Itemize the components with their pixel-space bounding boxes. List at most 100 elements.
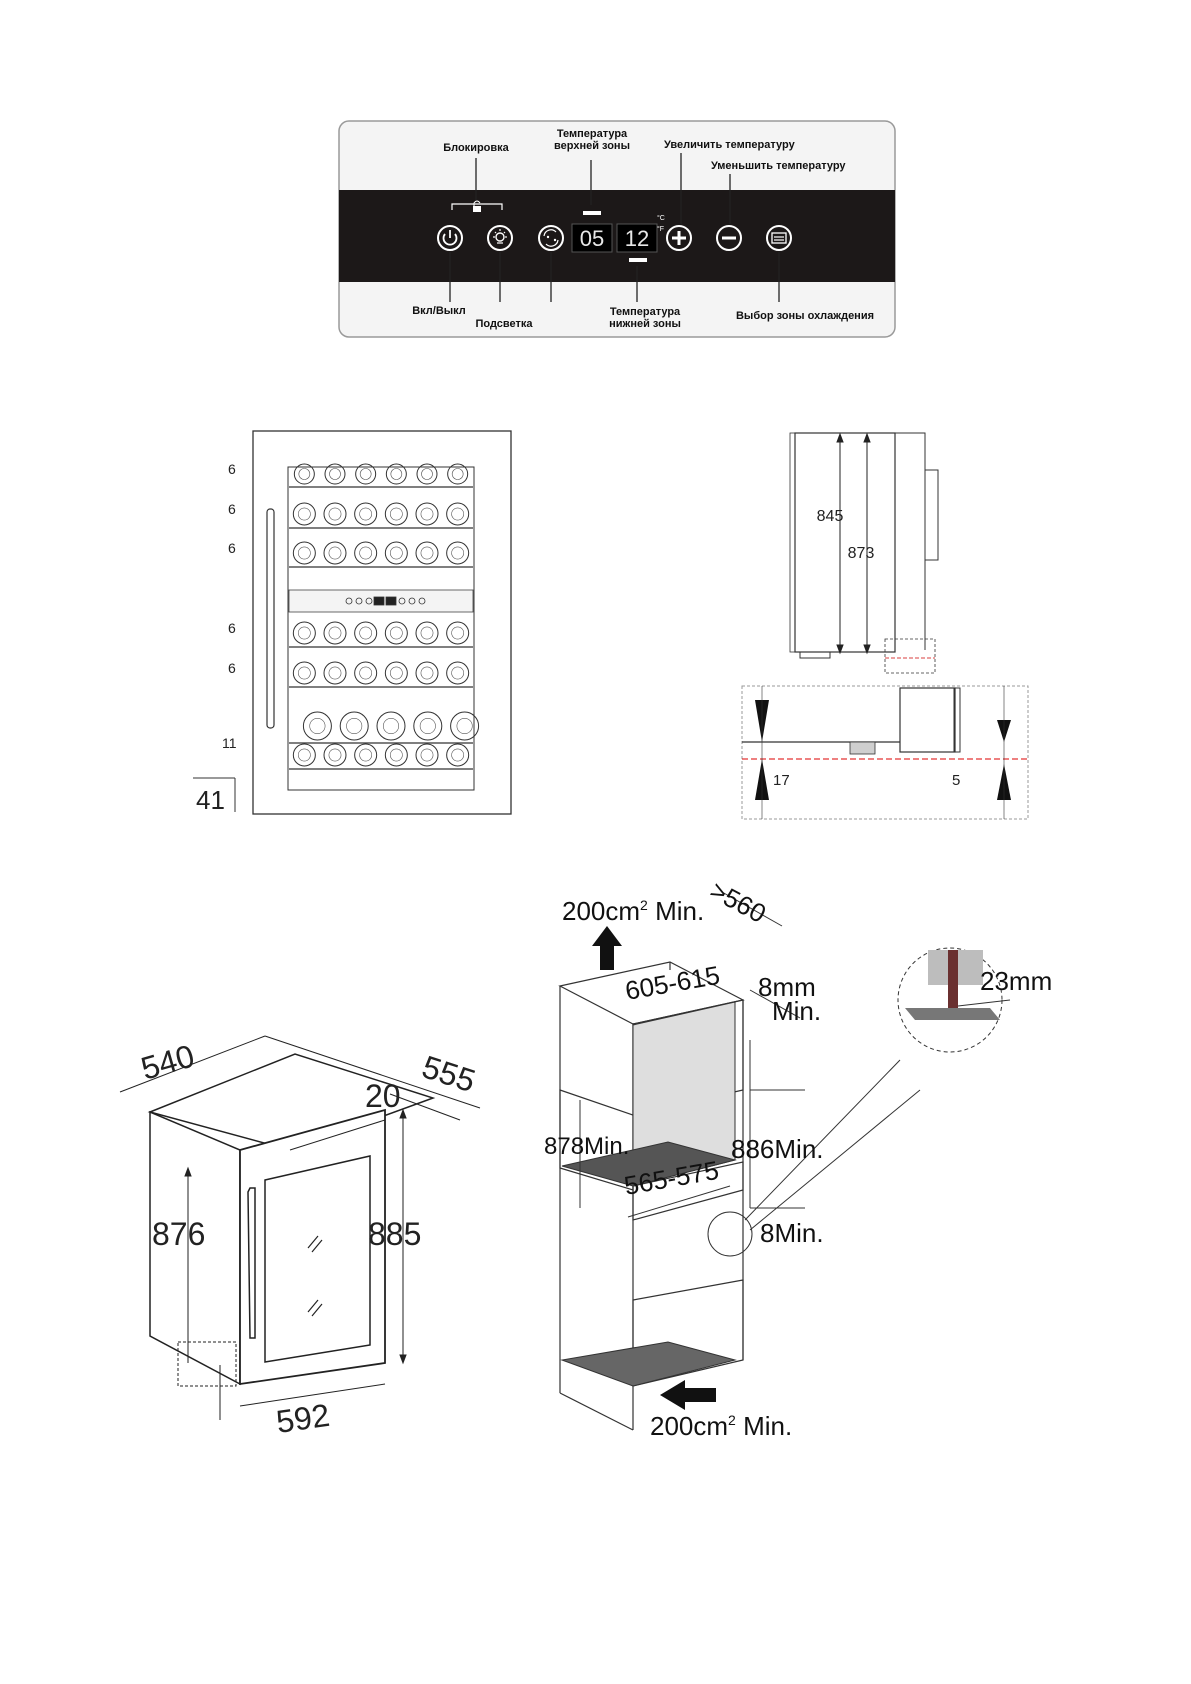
bottle-neck-icon xyxy=(346,717,363,734)
bottle-icon xyxy=(415,621,439,645)
bottle-neck-icon xyxy=(456,717,473,734)
bottle-icon xyxy=(354,502,378,526)
side-dimension-lines xyxy=(836,432,871,655)
appliance-handle xyxy=(247,1187,256,1339)
bottle-icon xyxy=(376,711,406,741)
bottle-neck-icon xyxy=(359,748,373,762)
bottle-neck-icon xyxy=(297,666,311,680)
bottle-icon xyxy=(384,661,408,685)
bottle-neck-icon xyxy=(420,546,434,560)
bottle-neck-icon xyxy=(389,546,403,560)
zone-select-icon xyxy=(771,232,787,244)
niche-dimensions-diagram: 200cm2 Min. 200cm2 Min. xyxy=(544,875,1052,1441)
bottle-icon xyxy=(292,541,316,565)
bottle-icon xyxy=(339,711,369,741)
lock-bracket xyxy=(451,203,503,210)
bottle-icon xyxy=(446,661,470,685)
bottle-icon xyxy=(302,711,332,741)
niche-bottom-floor xyxy=(560,1341,737,1387)
zone-select-button[interactable] xyxy=(766,225,792,251)
bottle-icon xyxy=(446,621,470,645)
bottle-neck-icon xyxy=(297,748,311,762)
bottle-neck-icon xyxy=(419,717,436,734)
decrease-temp-button[interactable] xyxy=(716,225,742,251)
dim-width-540: 540 xyxy=(137,1037,198,1086)
magnified-detail xyxy=(897,947,1011,1053)
bottle-icon xyxy=(446,743,470,767)
bottle-icon xyxy=(415,541,439,565)
power-button[interactable] xyxy=(437,225,463,251)
label-upper-zone-temp-line2: верхней зоны xyxy=(554,140,630,152)
display-right-value: 12 xyxy=(625,226,649,251)
bottle-icon xyxy=(385,463,407,485)
side-back-panel xyxy=(895,432,926,650)
bottle-neck-icon xyxy=(359,666,373,680)
bottom-detail-box xyxy=(177,1341,237,1387)
bottle-neck-icon xyxy=(420,626,434,640)
bottle-icon xyxy=(447,463,469,485)
detail-dim-17: 17 xyxy=(773,772,790,789)
bottle-icon xyxy=(323,502,347,526)
label-zone-select: Выбор зоны охлаждения xyxy=(736,310,874,322)
detail-frame xyxy=(741,685,1029,820)
bottle-icon xyxy=(292,502,316,526)
bottle-icon xyxy=(355,463,377,485)
bottle-icon xyxy=(413,711,443,741)
bottle-neck-icon xyxy=(359,546,373,560)
lock-icon xyxy=(473,200,481,212)
cabinet-outline xyxy=(252,430,512,815)
vent-bottom-label: 200cm2 Min. xyxy=(650,1411,792,1441)
bottle-neck-icon xyxy=(328,748,342,762)
fahrenheit-mark-icon: °F xyxy=(657,225,664,233)
appliance-front-top-edge xyxy=(289,1119,386,1151)
bottle-icon xyxy=(446,502,470,526)
bottle-neck-icon xyxy=(389,507,403,521)
bottle-neck-icon xyxy=(451,546,465,560)
bottle-neck-icon xyxy=(309,717,326,734)
bottle-icon xyxy=(323,621,347,645)
front-view-diagram: 6 6 6 6 6 11 41 xyxy=(193,430,512,815)
bottle-icon xyxy=(446,541,470,565)
dim-height-885: 885 xyxy=(368,1216,421,1252)
bottle-rows xyxy=(289,463,480,770)
lower-zone-display: 12 xyxy=(616,223,658,253)
upper-zone-display: 05 xyxy=(571,223,613,253)
label-light: Подсветка xyxy=(475,318,533,330)
niche-floor xyxy=(561,1141,737,1187)
increase-temp-button[interactable] xyxy=(666,225,692,251)
detail-view-diagram: 17 5 xyxy=(741,685,1029,820)
total-bottles: 41 xyxy=(196,785,225,815)
door-handle xyxy=(266,508,275,729)
bottle-icon xyxy=(384,541,408,565)
appliance-front xyxy=(239,1108,386,1386)
vent-top-label: 200cm2 Min. xyxy=(562,896,704,926)
bottle-neck-icon xyxy=(390,468,403,480)
dim-gap-top-line2: Min. xyxy=(772,996,821,1026)
cabinet-inner xyxy=(287,466,475,791)
bottle-icon xyxy=(384,502,408,526)
bottle-neck-icon xyxy=(451,748,465,762)
light-icon xyxy=(493,229,507,244)
label-decrease-temp: Уменьшить температуру xyxy=(711,160,846,172)
bottle-icon xyxy=(292,743,316,767)
bottle-icon xyxy=(354,661,378,685)
bottle-neck-icon xyxy=(420,748,434,762)
dim-height-886: 886Min. xyxy=(731,1134,824,1164)
vent-top-arrow-icon xyxy=(592,926,622,970)
dim-detail-23mm: 23mm xyxy=(980,966,1052,996)
bottle-icon xyxy=(292,661,316,685)
bottle-neck-icon xyxy=(389,748,403,762)
bottle-neck-icon xyxy=(359,468,372,480)
side-dim-845: 845 xyxy=(817,508,844,525)
bottle-icon xyxy=(416,463,438,485)
side-body xyxy=(794,432,896,653)
lower-zone-indicator-icon xyxy=(629,258,647,262)
light-button[interactable] xyxy=(487,225,513,251)
bottle-neck-icon xyxy=(389,626,403,640)
side-door-edge xyxy=(789,432,796,653)
bottle-neck-icon xyxy=(328,546,342,560)
dim-width-605-615: 605-615 xyxy=(623,960,722,1006)
unit-switch-button[interactable] xyxy=(538,225,564,251)
glass-reflection-icon xyxy=(307,1235,323,1317)
bottle-icon xyxy=(415,743,439,767)
